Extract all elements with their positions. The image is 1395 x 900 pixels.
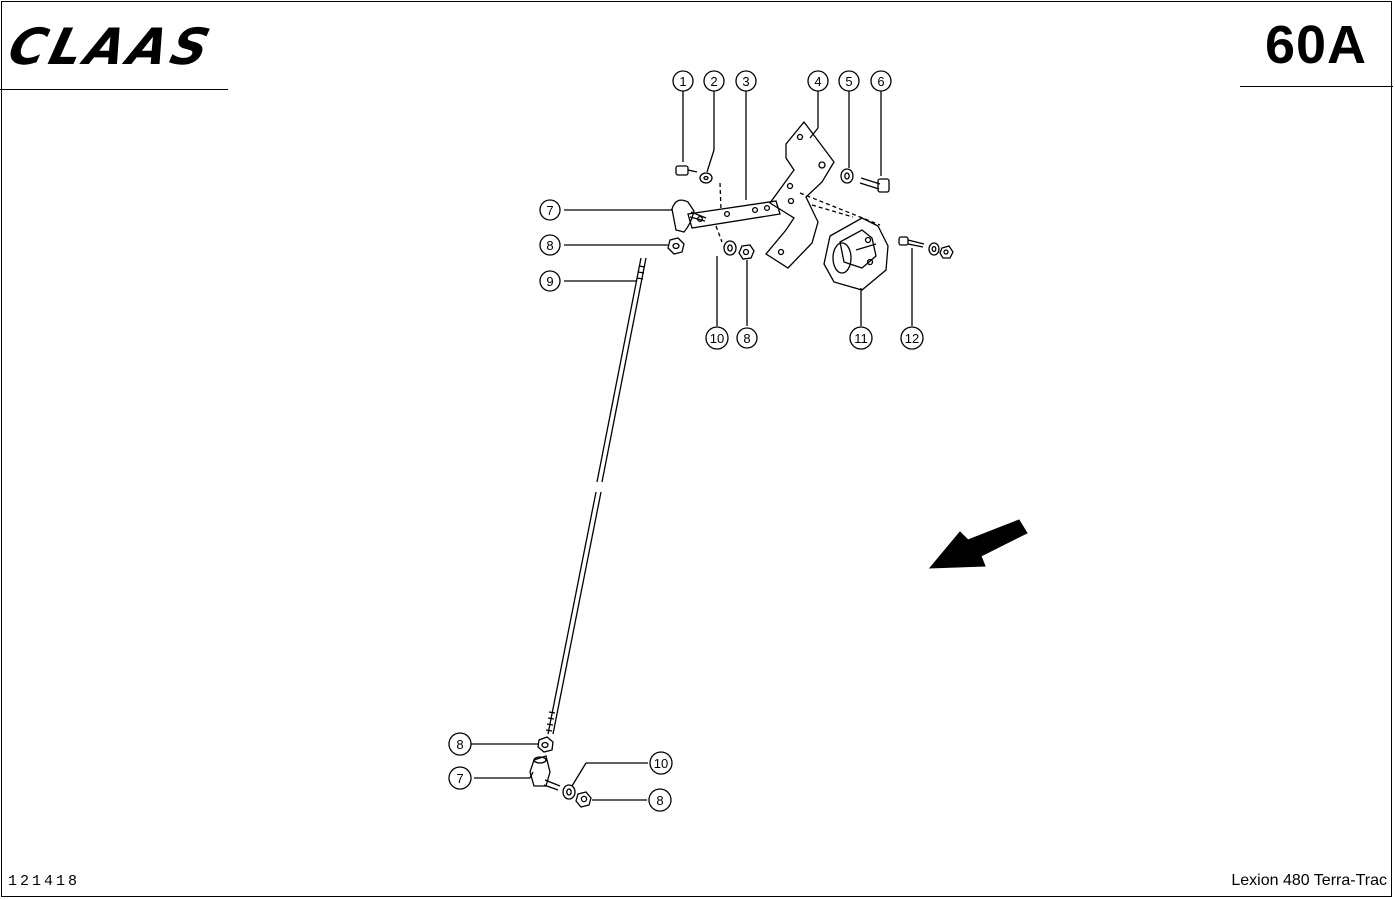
svg-text:9: 9	[546, 274, 553, 289]
screw-part-12	[898, 236, 954, 259]
callout-8-lower: 8	[648, 788, 672, 812]
callout-11: 11	[849, 326, 873, 350]
svg-text:3: 3	[742, 74, 749, 89]
drawing-number: 121418	[8, 873, 81, 890]
svg-text:7: 7	[546, 203, 553, 218]
svg-text:8: 8	[456, 737, 463, 752]
svg-text:4: 4	[814, 74, 821, 89]
ball-joint-part-7-bottom	[529, 755, 561, 791]
callout-10-bottom: 10	[649, 751, 673, 775]
callout-7-top: 7	[539, 199, 561, 221]
nut-part-8-mid	[738, 244, 755, 260]
callout-12: 12	[900, 326, 924, 350]
callout-6: 6	[870, 70, 892, 92]
svg-text:2: 2	[710, 74, 717, 89]
callout-7-bottom: 7	[448, 766, 472, 790]
svg-text:1: 1	[679, 74, 686, 89]
svg-text:8: 8	[743, 331, 750, 346]
callout-8-mid: 8	[736, 327, 758, 349]
nut-part-8-lower	[575, 791, 592, 808]
bracket-part-4	[765, 120, 835, 269]
svg-text:7: 7	[456, 771, 463, 786]
callout-8-bottom: 8	[448, 732, 472, 756]
svg-text:10: 10	[654, 756, 668, 771]
callout-4: 4	[807, 70, 829, 92]
model-name: Lexion 480 Terra-Trac	[1231, 872, 1387, 889]
svg-text:10: 10	[710, 331, 724, 346]
svg-text:6: 6	[877, 74, 884, 89]
page-code-underline	[1240, 86, 1393, 87]
washer-part-2	[699, 172, 713, 184]
callout-2: 2	[703, 70, 725, 92]
washer-part-10-bottom	[562, 784, 576, 800]
callout-9: 9	[539, 270, 561, 292]
nut-part-8-top	[667, 237, 685, 255]
rod-part-9	[545, 257, 647, 735]
callout-1: 1	[672, 70, 694, 92]
callout-10-top: 10	[705, 326, 729, 350]
bolt-part-1	[675, 165, 698, 176]
callouts: 1 2 3 4 5 6 7 8 9 10 8 11 12 7 8 10 8	[448, 70, 924, 812]
sensor-housing-part-11	[823, 217, 889, 291]
svg-text:12: 12	[905, 331, 919, 346]
washer-part-5	[840, 168, 854, 184]
nut-part-8-bottom	[537, 736, 554, 753]
callout-8-top: 8	[539, 234, 561, 256]
svg-text:8: 8	[656, 793, 663, 808]
page-code: 60A	[1264, 15, 1367, 75]
bolt-part-6	[859, 177, 890, 193]
lever-plate-part-3	[687, 200, 781, 229]
brand-underline	[0, 89, 228, 90]
ball-joint-part-7-top	[671, 199, 707, 233]
svg-text:8: 8	[546, 238, 553, 253]
svg-text:5: 5	[845, 74, 852, 89]
washer-part-10-top	[723, 240, 737, 256]
direction-arrow	[928, 519, 1028, 569]
callout-5: 5	[838, 70, 860, 92]
leader-lines	[471, 91, 913, 801]
svg-text:11: 11	[854, 331, 868, 346]
callout-3: 3	[735, 70, 757, 92]
